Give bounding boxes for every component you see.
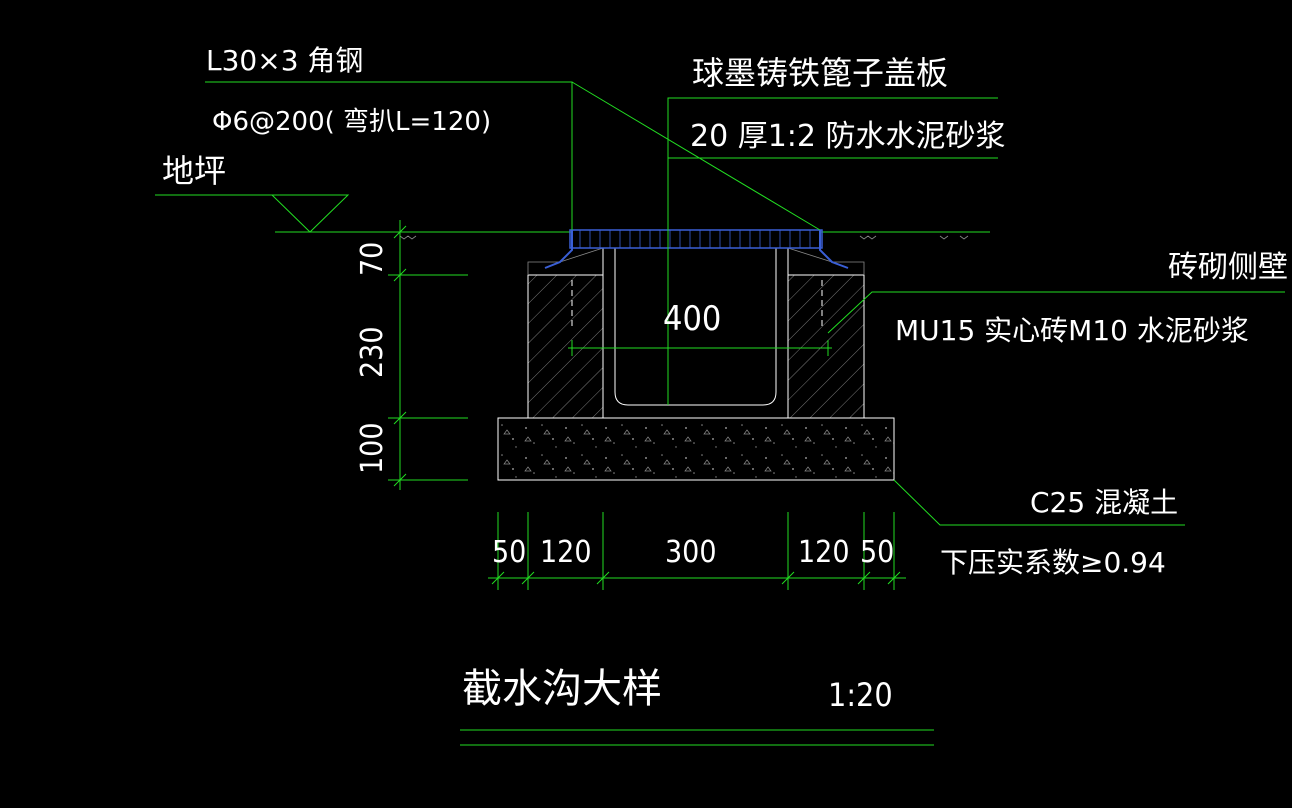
label-grate: 球墨铸铁篦子盖板 [692, 54, 948, 92]
dim-vertical-70: 70 [355, 242, 390, 276]
dim-horizontal-50-left: 50 [492, 535, 526, 570]
grate-cover [569, 229, 823, 249]
dim-horizontal-120-left: 120 [540, 535, 592, 570]
dim-horizontal-120-right: 120 [798, 535, 850, 570]
concrete-base [497, 417, 895, 481]
leader-rebar-diagonal [571, 81, 821, 231]
brick-wall-left [527, 274, 604, 419]
label-rebar: Φ6@200( 弯扒L=120) [212, 107, 491, 137]
dim-horizontal-50-right: 50 [860, 535, 894, 570]
label-brick-wall: 砖砌侧壁 [1168, 250, 1288, 285]
label-angle-steel: L30×3 角钢 [206, 44, 363, 77]
grate-bars [579, 230, 811, 248]
ground-hatch [399, 235, 969, 240]
brick-wall-right [787, 274, 865, 419]
dim-vertical-230: 230 [355, 326, 390, 378]
dim-horizontal-300: 300 [665, 535, 717, 570]
angle-steel-left [544, 230, 573, 269]
drawing-scale: 1:20 [828, 676, 893, 714]
leader-concrete [893, 479, 1185, 526]
leader-angle-steel [205, 81, 573, 230]
mortar-top-right [787, 247, 865, 275]
label-inner-width: 400 [663, 299, 721, 339]
label-concrete: C25 混凝土 [1030, 486, 1178, 519]
label-ground: 地坪 [162, 152, 226, 190]
label-compaction: 下压实系数≥0.94 [940, 546, 1166, 579]
label-brick-spec: MU15 实心砖M10 水泥砂浆 [895, 314, 1249, 347]
drawing-title: 截水沟大样 [462, 666, 662, 712]
leader-brick-wall [827, 291, 1285, 334]
mortar-lining-inner [614, 248, 777, 406]
label-mortar-layer: 20 厚1:2 防水水泥砂浆 [690, 119, 1006, 154]
leader-grate [667, 97, 998, 230]
ground-triangle [270, 194, 350, 233]
mortar-top-left [527, 247, 604, 275]
angle-steel-right [819, 230, 849, 269]
horizontal-dimension-chain [488, 512, 906, 590]
vertical-dimension-chain [388, 220, 468, 490]
dim-vertical-100: 100 [355, 422, 390, 474]
